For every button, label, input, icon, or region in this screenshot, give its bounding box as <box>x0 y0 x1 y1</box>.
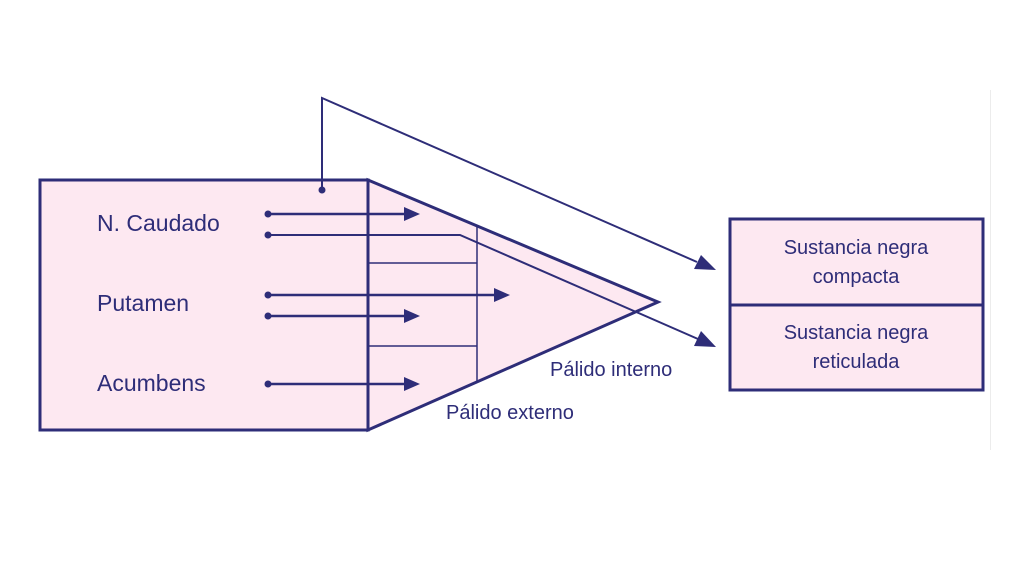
sustancia-negra-compacta-box <box>728 217 985 307</box>
compacta-projection-origin <box>318 186 326 194</box>
label-compacta-line2: compacta <box>813 266 901 288</box>
label-palido-interno: Pálido interno <box>550 359 672 381</box>
putamen-short-arrowhead <box>404 309 420 323</box>
putamen-long-arrowhead <box>494 288 510 302</box>
reticulada-arrowhead <box>694 331 716 347</box>
label-reticulada-line1: Sustancia negra <box>784 322 929 344</box>
caudado-arrow-origin <box>264 210 272 218</box>
acumbens-arrow-origin <box>264 380 272 388</box>
caudado-arrowhead <box>404 207 420 221</box>
compacta-projection-line <box>321 96 698 263</box>
label-acumbens: Acumbens <box>97 370 206 396</box>
pallidum-triangle <box>366 177 662 433</box>
edge-divider <box>990 90 991 450</box>
label-caudado: N. Caudado <box>97 210 220 236</box>
striatum-box <box>38 178 370 432</box>
compacta-arrowhead <box>694 255 716 270</box>
label-palido-externo: Pálido externo <box>446 402 574 424</box>
sustancia-negra-reticulada-box <box>728 303 985 392</box>
label-reticulada-line2: reticulada <box>813 351 901 373</box>
caudado-reticulada-origin <box>264 231 272 239</box>
caudado-reticulada-line <box>268 234 699 340</box>
putamen-long-arrow-origin <box>264 291 272 299</box>
putamen-short-arrow-origin <box>264 312 272 320</box>
label-compacta-line1: Sustancia negra <box>784 237 929 259</box>
acumbens-arrowhead <box>404 377 420 391</box>
label-putamen: Putamen <box>97 290 189 316</box>
